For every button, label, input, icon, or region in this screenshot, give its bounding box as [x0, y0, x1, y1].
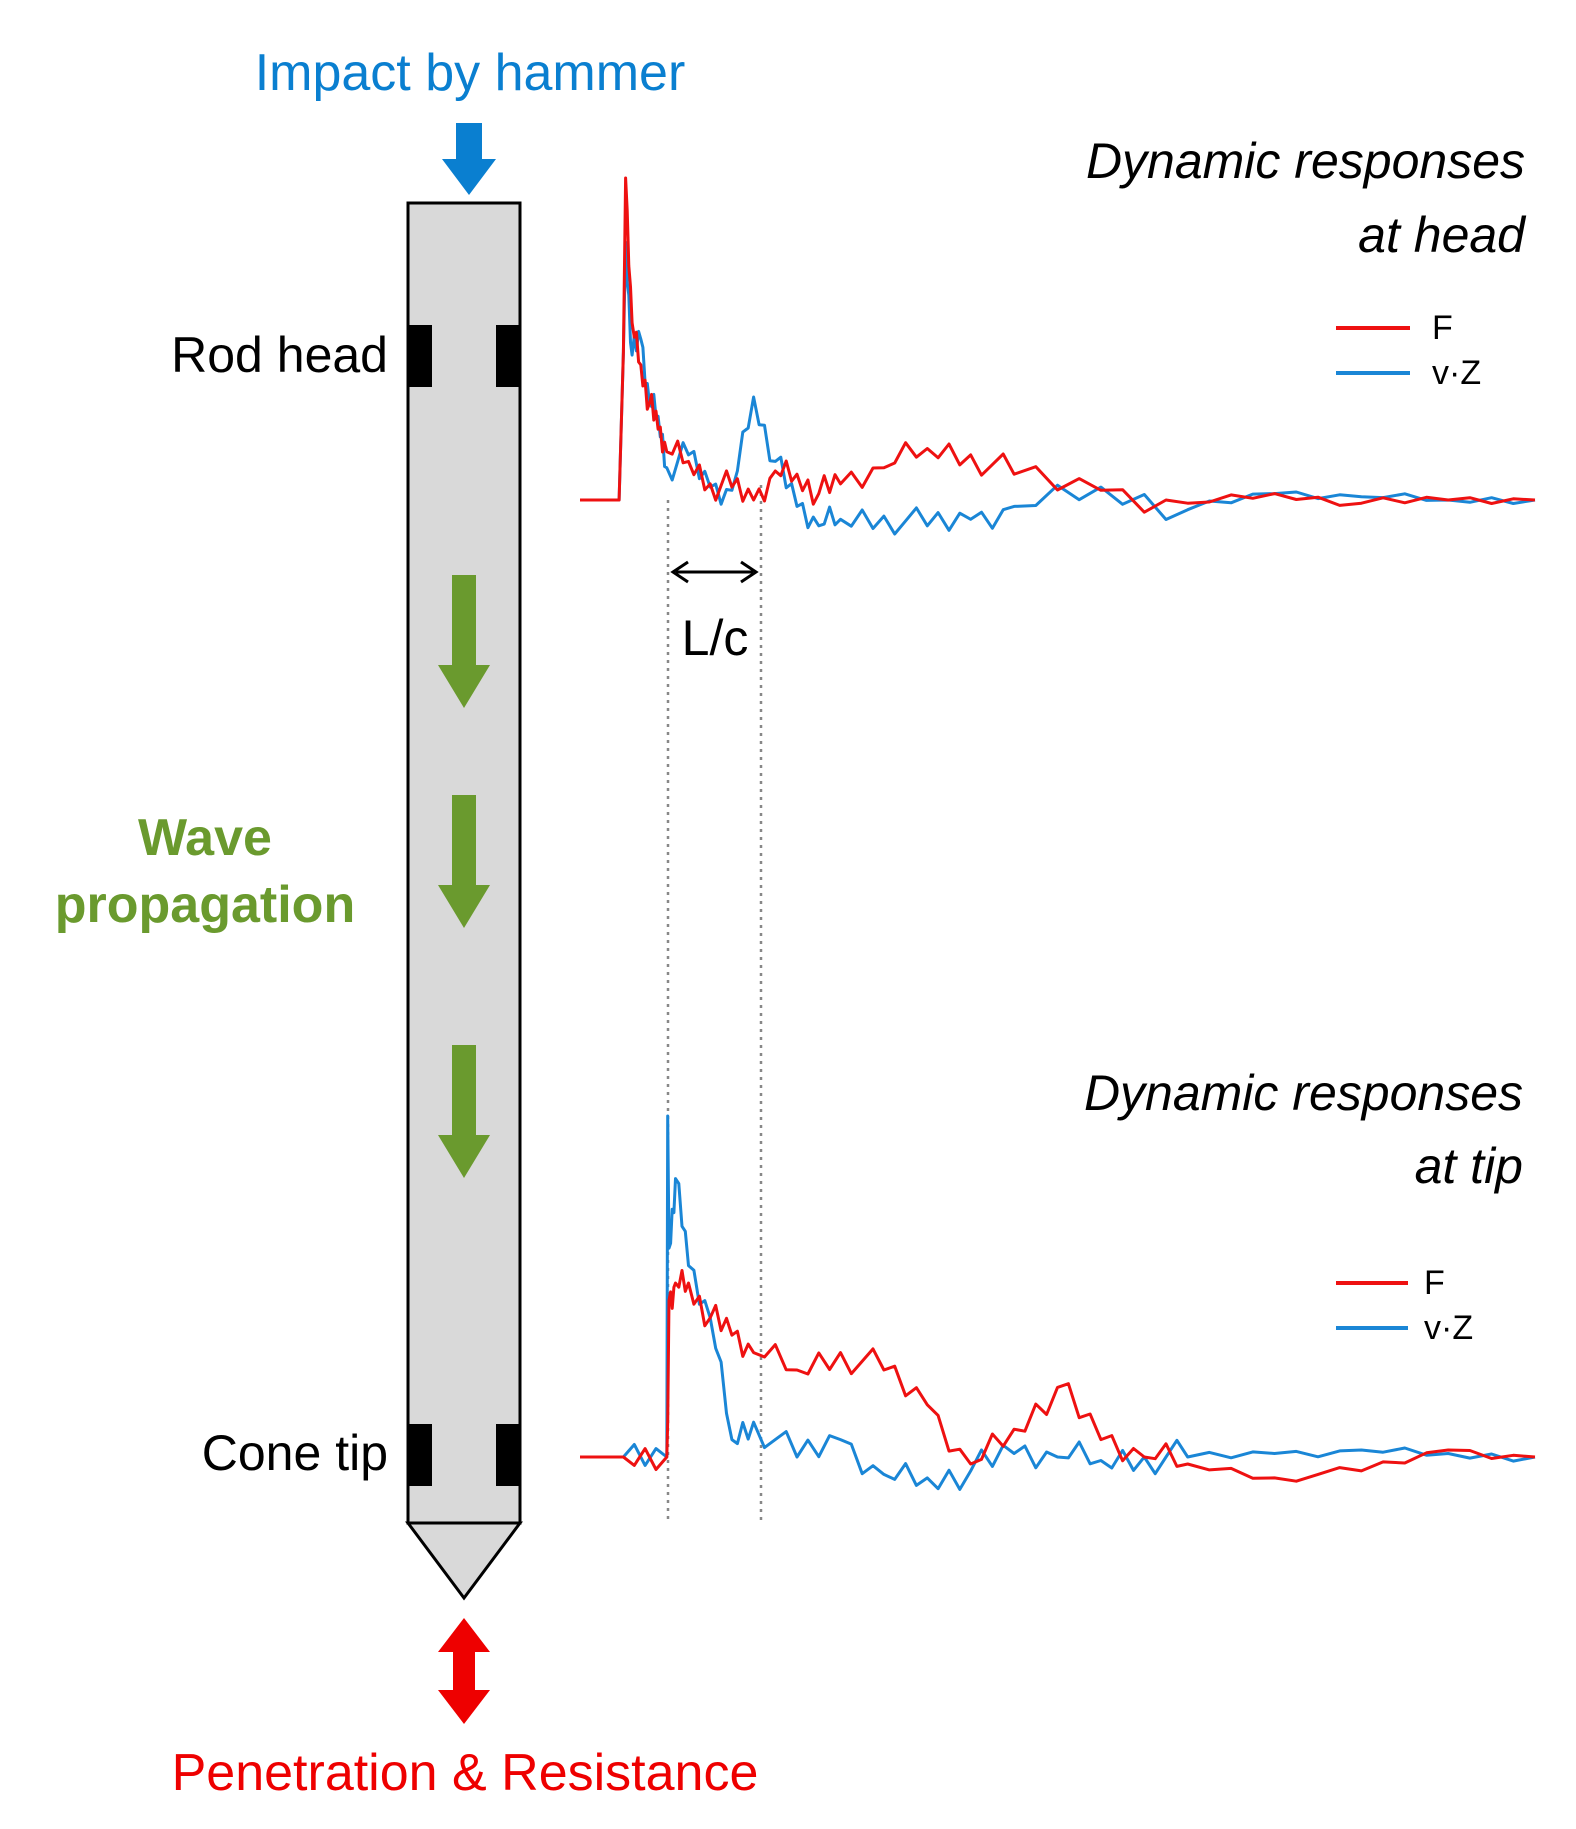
tip-legend-vz-label: v·Z	[1424, 1309, 1473, 1347]
wave-label-line1: Wave	[138, 809, 272, 867]
tip-response-chart	[580, 1114, 1536, 1491]
penetration-arrow-icon	[438, 1618, 490, 1724]
head-gauge-right	[496, 325, 520, 387]
lc-label: L/c	[682, 610, 749, 666]
rod-head-label: Rod head	[171, 327, 388, 383]
head-legend: F v·Z	[1336, 309, 1481, 392]
tip-series-f-line	[580, 1269, 1536, 1483]
tip-series-vz-line	[580, 1114, 1536, 1491]
tip-legend-f-label: F	[1424, 1264, 1445, 1302]
tip-gauge-left	[408, 1424, 432, 1486]
head-legend-vz-label: v·Z	[1432, 354, 1481, 392]
tip-gauge-right	[496, 1424, 520, 1486]
cone-tip-label: Cone tip	[202, 1425, 388, 1481]
tip-title-line1: Dynamic responses	[1084, 1065, 1523, 1121]
head-title-line1: Dynamic responses	[1086, 133, 1525, 189]
tip-legend: F v·Z	[1336, 1264, 1473, 1347]
head-series-f-line	[580, 176, 1536, 514]
head-response-chart	[580, 176, 1536, 536]
impact-label: Impact by hammer	[255, 44, 686, 102]
wave-arrow-1-icon	[438, 575, 490, 708]
impact-arrow-icon	[442, 123, 496, 195]
lc-double-arrow-icon	[670, 560, 759, 584]
wave-arrow-2-icon	[438, 795, 490, 928]
wave-label-line2: propagation	[55, 876, 355, 934]
head-gauge-left	[408, 325, 432, 387]
cone-tip-shape	[405, 1521, 523, 1601]
wave-arrow-3-icon	[438, 1045, 490, 1178]
tip-title-line2: at tip	[1415, 1138, 1523, 1194]
head-legend-f-label: F	[1432, 309, 1453, 347]
head-title-line2: at head	[1358, 207, 1527, 263]
penetration-label: Penetration & Resistance	[172, 1744, 759, 1802]
